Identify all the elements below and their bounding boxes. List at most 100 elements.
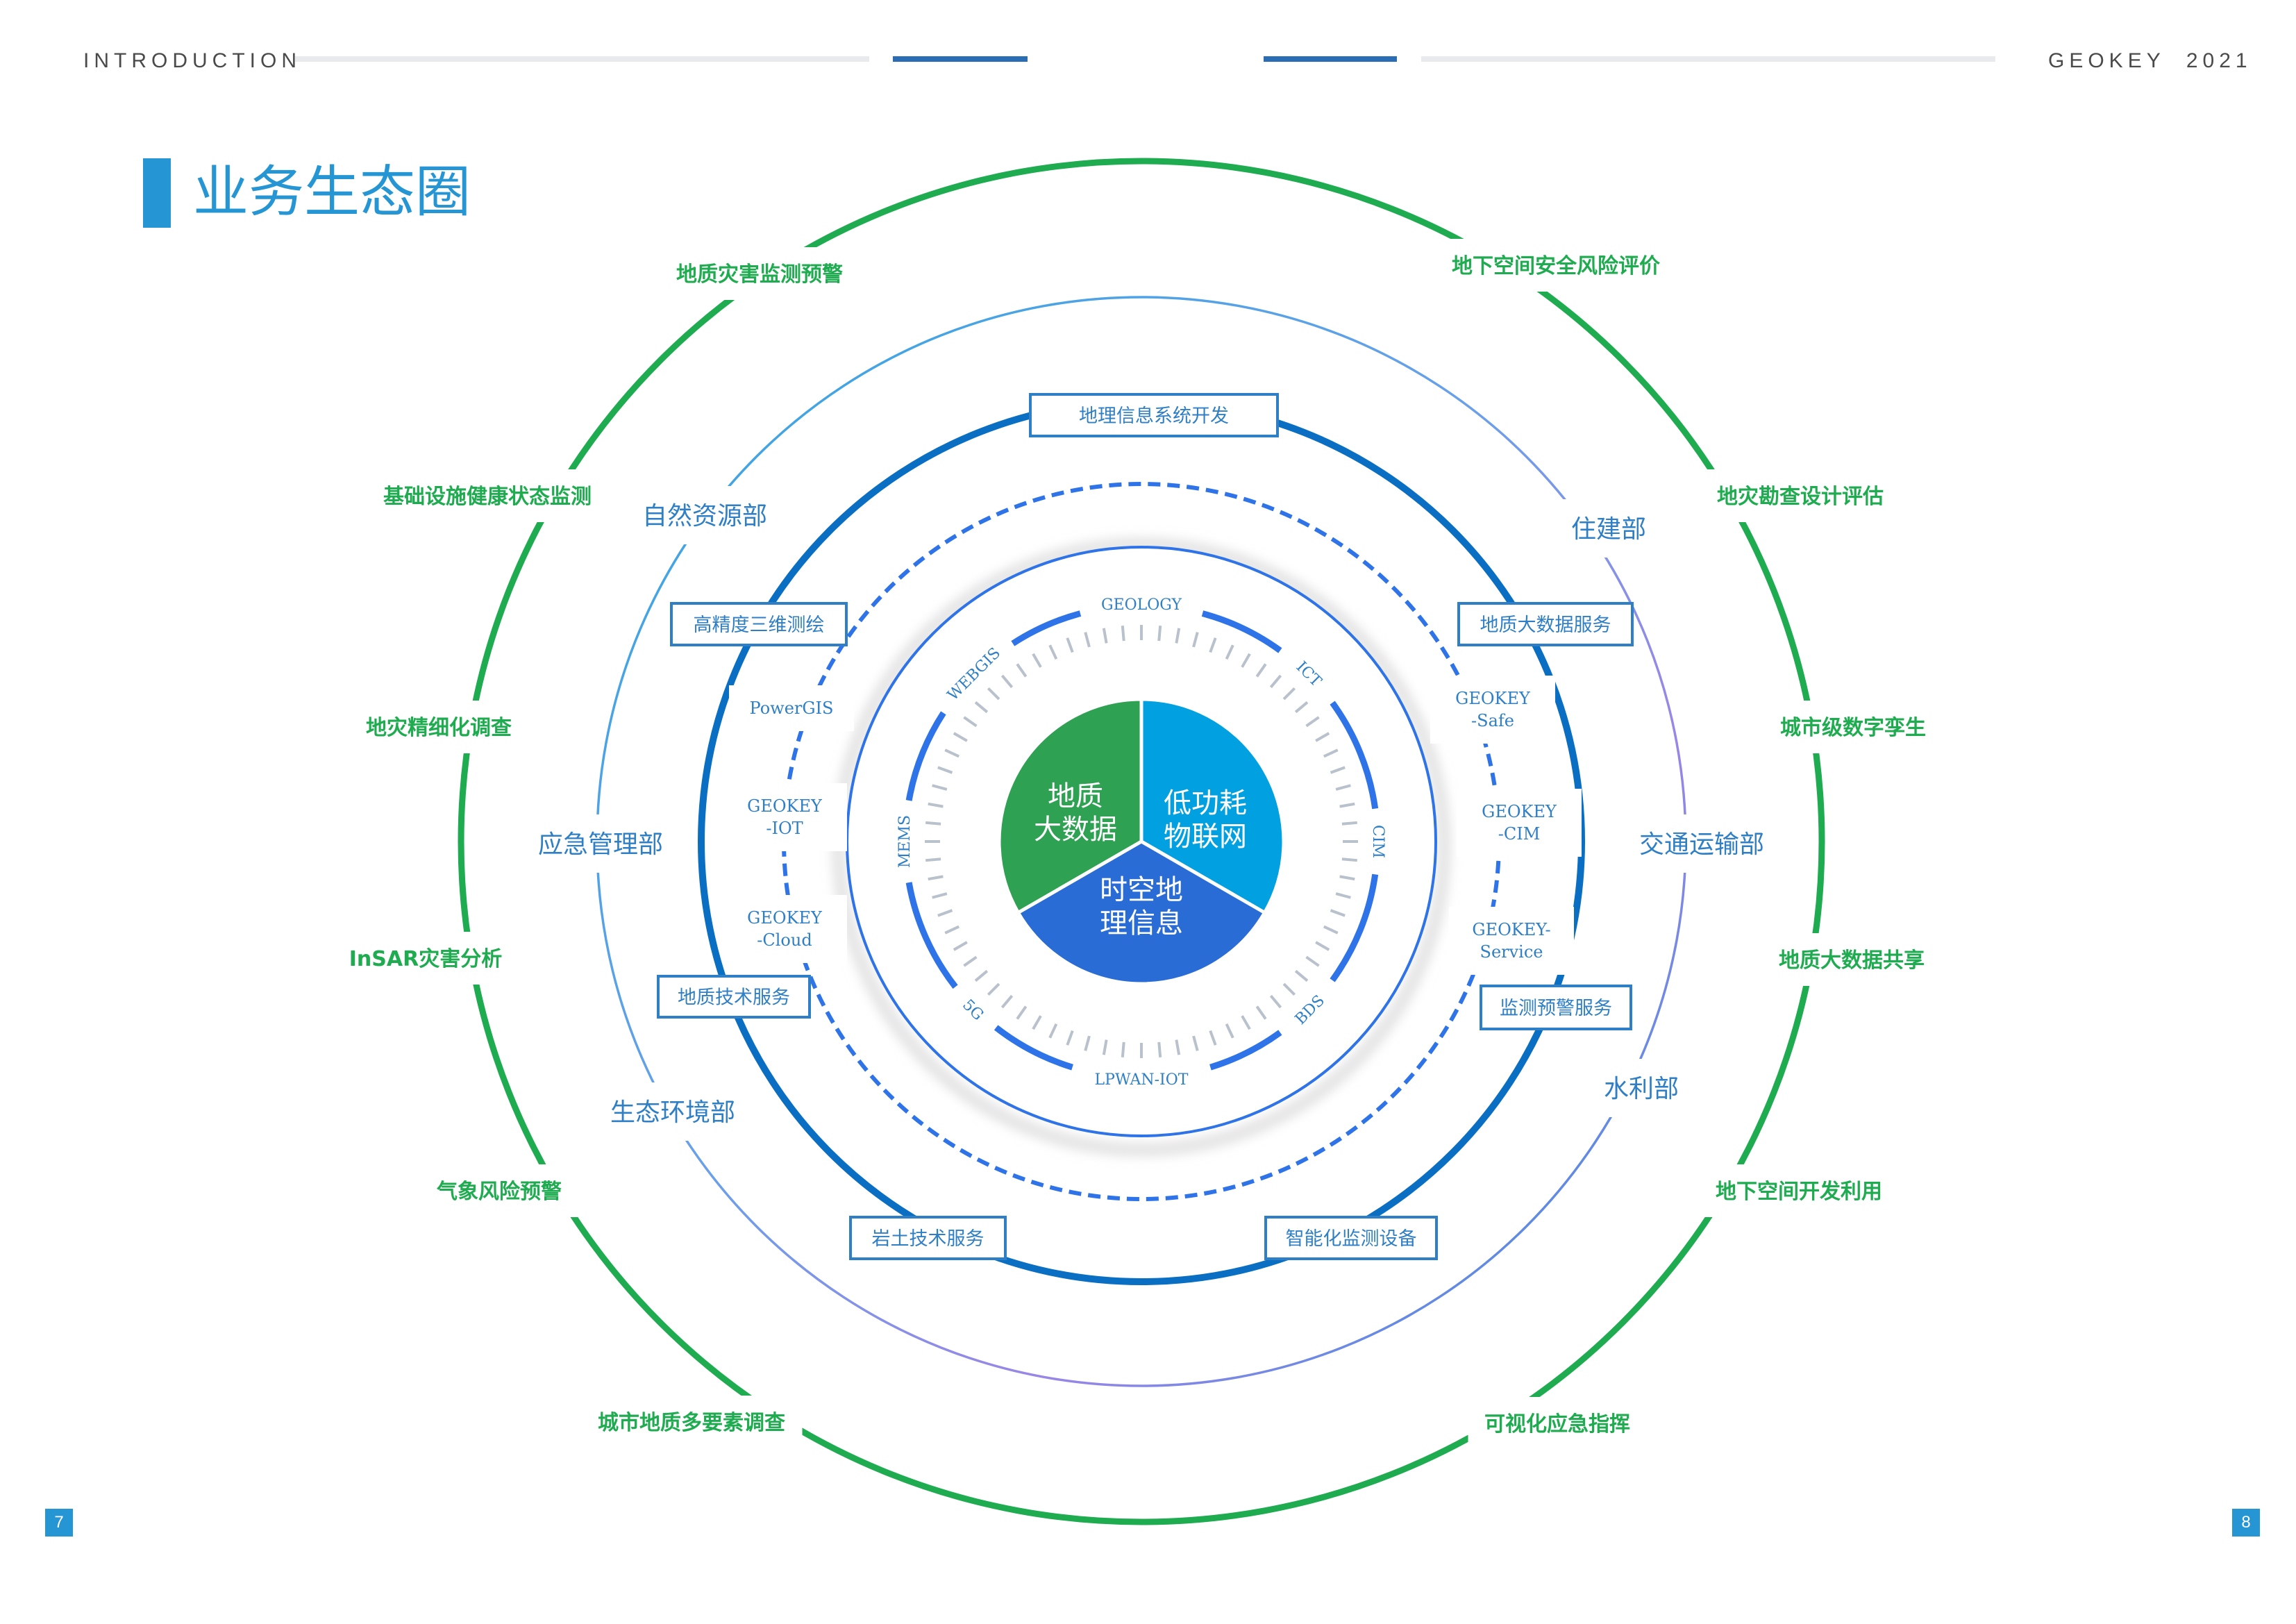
outer-label-gap — [1699, 1164, 1899, 1217]
product-label-gap — [1430, 676, 1555, 744]
outer-ring-label: 气象风险预警 — [437, 1180, 562, 1204]
dial-tick — [1066, 637, 1074, 653]
product-label-line: -Safe — [1471, 711, 1514, 730]
dial-tick — [987, 687, 1000, 701]
department-label-gap — [1625, 814, 1778, 873]
technology-arc — [905, 711, 946, 801]
dial-tick — [1335, 892, 1351, 899]
product-label-gap — [722, 895, 847, 963]
dial-tick — [1121, 1041, 1125, 1057]
dial-tick — [1032, 653, 1042, 668]
service-box-frame — [1480, 985, 1632, 1030]
product-label-line: GEOKEY- — [1472, 920, 1550, 939]
service-box: 地质技术服务 — [657, 975, 811, 1019]
service-box: 岩土技术服务 — [849, 1216, 1007, 1260]
dial-tick — [1175, 628, 1181, 644]
department-label: 住建部 — [1571, 515, 1646, 544]
service-box: 高精度三维测绘 — [670, 602, 848, 646]
dial-tick — [1102, 628, 1108, 644]
outer-label-gap — [1468, 1397, 1647, 1450]
technology-arcs — [905, 610, 1379, 1071]
core-label-line: 物联网 — [1164, 821, 1247, 853]
product-label-gap — [1449, 907, 1574, 975]
dial-tick — [1016, 663, 1028, 678]
dial-tick — [937, 766, 953, 774]
service-box: 智能化监测设备 — [1264, 1216, 1438, 1260]
page-title: 业务生态圈 — [193, 160, 471, 224]
dial-tick — [1084, 1035, 1091, 1051]
technology-label: LPWAN-IOT — [1095, 1071, 1189, 1089]
outer-ring — [458, 158, 1825, 1525]
core-slice-label: 低功耗物联网 — [1164, 787, 1247, 853]
dial-tick — [1315, 941, 1330, 951]
dial-tick — [1339, 802, 1355, 808]
dial-tick — [1255, 663, 1267, 678]
dial-tick — [944, 748, 960, 758]
label-gaps — [315, 239, 1943, 1450]
dial-tick — [953, 732, 968, 742]
core-slice-label: 时空地理信息 — [1100, 874, 1183, 939]
service-box-frame — [849, 1216, 1007, 1260]
technology-arc — [1330, 701, 1379, 810]
dial-tick — [1241, 1015, 1251, 1030]
header-right-label: GEOKEY 2021 — [2048, 49, 2252, 72]
dial-tick — [1269, 994, 1282, 1009]
dial-tick — [1341, 821, 1357, 826]
product-label: GEOKEY-IOT — [747, 796, 823, 838]
dial-tick — [953, 941, 968, 951]
technology-arc — [994, 1025, 1073, 1071]
header-accent-right — [1264, 56, 1397, 62]
service-box-frame — [657, 975, 811, 1019]
core-label-line: 低功耗 — [1164, 787, 1247, 819]
dial-tick — [925, 857, 941, 862]
technology-arc — [905, 882, 958, 989]
outer-label-gap — [660, 247, 860, 300]
product-label-gap — [1457, 789, 1582, 857]
dial-tick — [1048, 644, 1058, 660]
dial-tick — [1209, 637, 1217, 653]
dial-tick — [1294, 969, 1309, 982]
page-number-left: 7 — [45, 1509, 73, 1537]
dial-tick — [1157, 626, 1162, 642]
outer-ring-label: 地质大数据共享 — [1779, 948, 1925, 973]
dial-tick — [1225, 1023, 1234, 1039]
diagram-labels: 地质灾害监测预警地下空间安全风险评价基础设施健康状态监测地灾勘查设计评估地灾精细… — [349, 254, 1926, 1437]
department-label: 交通运输部 — [1639, 830, 1764, 859]
core-label-line: 地质 — [1048, 780, 1103, 812]
dial-tick — [1066, 1030, 1074, 1046]
outer-ring-label: 地下空间安全风险评价 — [1452, 254, 1660, 278]
product-label: GEOKEY-CIM — [1482, 802, 1557, 844]
service-label: 地理信息系统开发 — [1079, 405, 1229, 427]
dial-tick — [1102, 1039, 1108, 1055]
technology-arc — [1209, 1030, 1282, 1071]
service-label: 地质技术服务 — [678, 987, 790, 1009]
dial-tick — [1305, 716, 1320, 728]
service-label: 智能化监测设备 — [1286, 1228, 1417, 1250]
department-label: 水利部 — [1604, 1075, 1679, 1103]
outer-label-gap — [1434, 239, 1677, 292]
core-slice — [1016, 839, 1267, 986]
outer-label-gap — [1762, 933, 1941, 986]
technology-label: MEMS — [896, 815, 914, 868]
dial-tick — [1255, 1005, 1267, 1020]
product-label-line: -Cloud — [757, 930, 812, 950]
outer-ring-label: 地灾精细化调查 — [366, 716, 512, 740]
outer-label-gap — [421, 1164, 578, 1217]
core-slice — [997, 697, 1143, 915]
dial-tick — [1315, 732, 1330, 742]
department-label-gap — [1591, 1059, 1691, 1117]
product-label: PowerGIS — [750, 698, 834, 718]
product-label-line: Service — [1480, 942, 1543, 962]
service-box: 地质大数据服务 — [1457, 602, 1634, 646]
product-label-line: -IOT — [766, 819, 803, 838]
service-box-frame — [1264, 1216, 1438, 1260]
core-label-line: 大数据 — [1034, 814, 1117, 846]
core-label-line: 时空地 — [1100, 874, 1183, 906]
outer-ring-label: 城市级数字孪生 — [1780, 716, 1926, 740]
technology-arc — [1201, 610, 1282, 653]
department-label: 自然资源部 — [642, 502, 767, 530]
technology-label: CIM — [1369, 825, 1386, 858]
dial-tick — [1209, 1030, 1217, 1046]
